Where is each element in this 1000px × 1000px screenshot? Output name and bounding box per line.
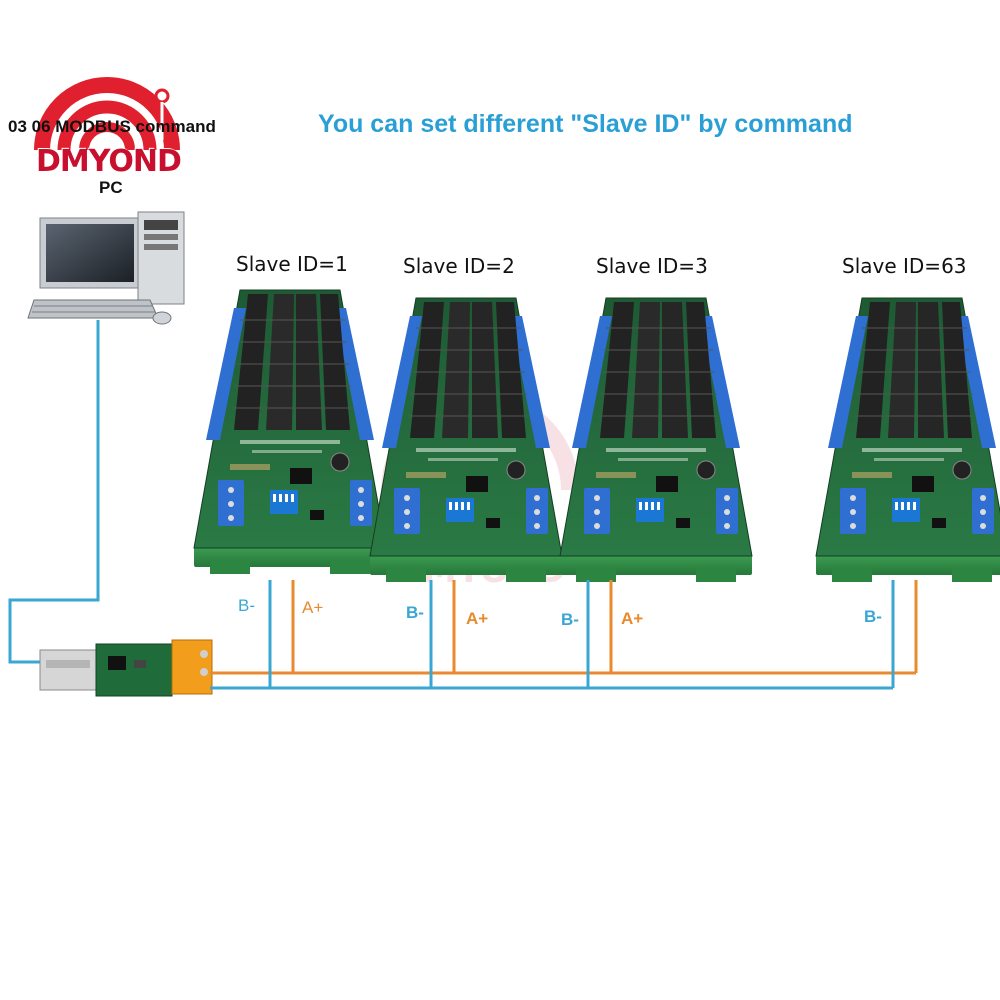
pc-label: PC <box>99 178 123 197</box>
slave-label-2: Slave ID=2 <box>403 254 515 278</box>
pc-cable <box>8 320 100 664</box>
relay-board-3 <box>559 297 753 583</box>
relay-board-2 <box>369 297 563 583</box>
relay-board-4 <box>815 297 1000 583</box>
usb-rs485-adapter-icon <box>39 639 213 697</box>
b-minus-label-2: B- <box>406 603 424 622</box>
b-minus-label-1: B- <box>238 596 255 615</box>
a-plus-label-1: A+ <box>302 598 324 617</box>
a-plus-label-3: A+ <box>621 609 644 628</box>
page-title: You can set different "Slave ID" by comm… <box>318 110 853 138</box>
b-minus-label-3: B- <box>561 610 579 629</box>
slave-label-1: Slave ID=1 <box>236 252 348 276</box>
b-minus-label-63: B- <box>864 607 882 626</box>
a-plus-label-2: A+ <box>466 609 489 628</box>
bus-wire-b <box>210 580 895 690</box>
desktop-computer-icon <box>27 211 185 325</box>
brand-name: DMYOND <box>36 144 182 179</box>
slave-label-63: Slave ID=63 <box>842 254 967 278</box>
slave-label-3: Slave ID=3 <box>596 254 708 278</box>
brand-logo-icon <box>34 77 180 151</box>
bus-wire-a <box>210 580 918 675</box>
command-text: 03 06 MODBUS command <box>8 117 216 136</box>
relay-board-1 <box>193 289 387 575</box>
